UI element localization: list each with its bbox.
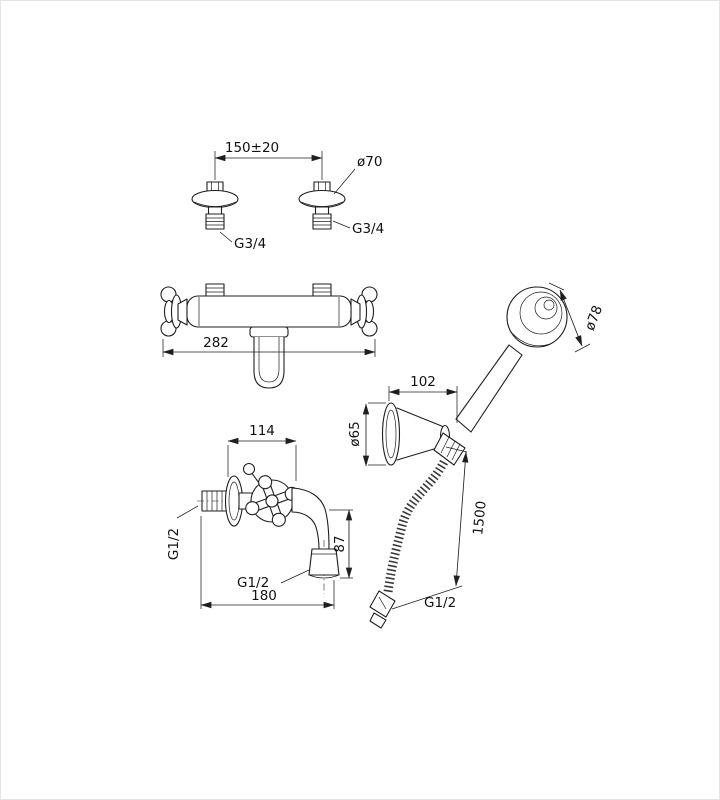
spout-side-view [197,462,340,594]
hand-shower [369,286,568,629]
spout-collar [249,326,289,338]
thread-label-hose: G1/2 [424,595,456,611]
thread-label-outlet: G1/2 [237,575,269,591]
mixer-body [186,295,352,328]
tub-spout-front [253,337,285,389]
thread-label-inlet: G1/2 [166,528,182,560]
mixer-front-view [160,283,378,389]
dim-spout-drop: 87 [332,535,348,552]
dim-spout-reach: 180 [251,588,277,604]
thread-label-right: G3/4 [352,221,384,237]
wall-union-left [191,181,239,230]
dim-hose-length: 1500 [470,500,490,536]
dimensions: 150±20 ø70 G3/4 G3/4 282 ø78 102 ø65 150… [162,140,606,611]
dim-bracket-reach: 102 [410,374,436,390]
shower-head [506,286,568,348]
dim-head-diameter: ø78 [582,303,606,332]
dim-flange-diameter: ø70 [357,154,382,170]
dim-body-width: 282 [203,335,229,351]
dim-wall-centers: 150±20 [225,140,279,156]
hose-end-fitting [369,590,396,618]
diverter-knob [242,462,256,476]
thread-label-left: G3/4 [234,236,266,252]
dim-spout-top-width: 114 [249,423,275,439]
curved-spout [291,487,330,550]
dim-bracket-diameter: ø65 [347,421,363,446]
hose-connector [433,432,466,466]
shower-handle [455,344,523,433]
shower-hose [383,459,448,593]
bracket-flange [381,402,401,466]
